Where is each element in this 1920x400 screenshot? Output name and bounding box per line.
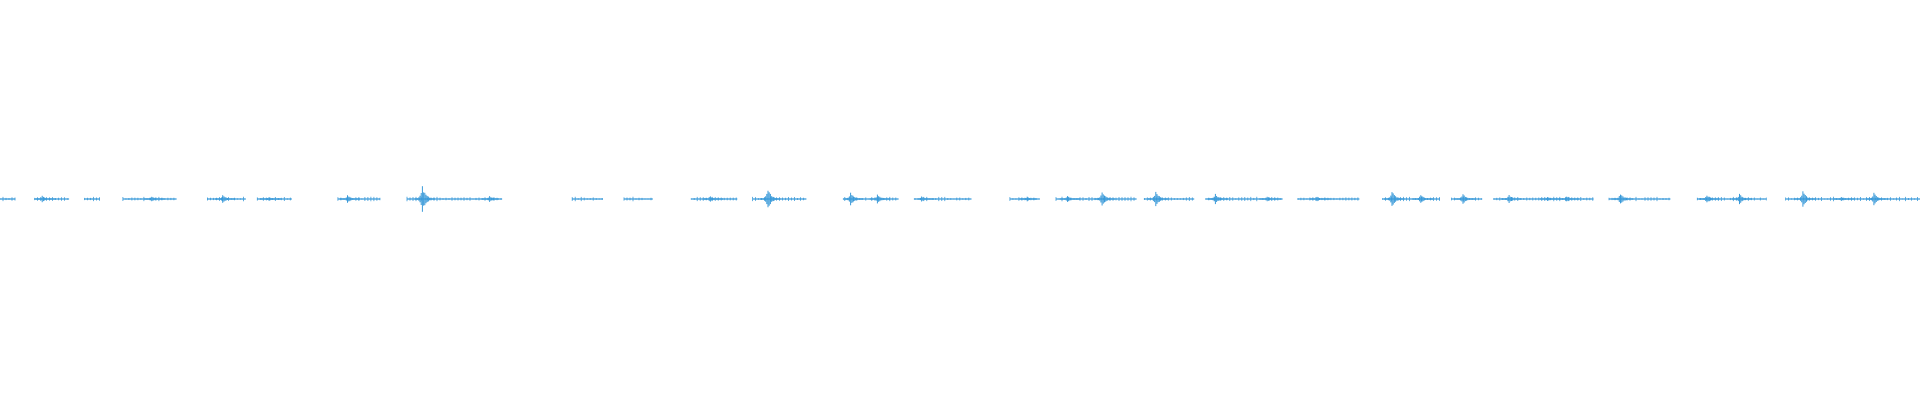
waveform-group [0, 186, 1920, 212]
